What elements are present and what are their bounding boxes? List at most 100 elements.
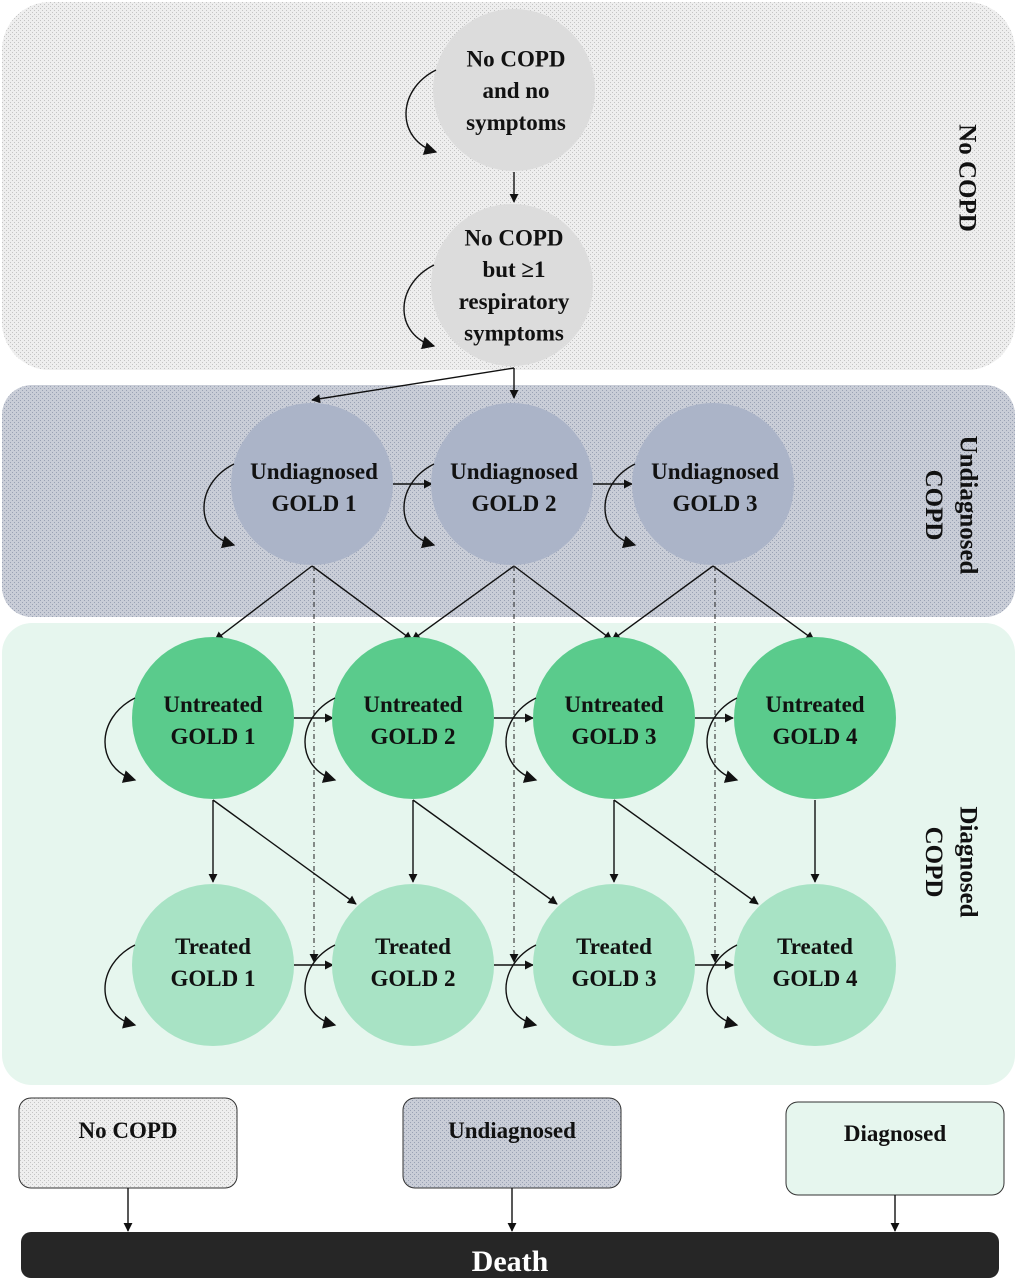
label-line: Undiagnosed bbox=[250, 459, 378, 484]
edge-undiag-gold2-to-untreated-gold3 bbox=[513, 565, 613, 641]
label-line: GOLD 4 bbox=[773, 724, 858, 749]
no-copd-region bbox=[2, 2, 1015, 370]
node-treated-gold3 bbox=[533, 884, 695, 1046]
edge-undiag-gold3-to-untreated-gold4 bbox=[712, 565, 815, 641]
label-line: Untreated bbox=[765, 692, 864, 717]
label-no-copd-no-symptoms: No COPD and no symptoms bbox=[466, 46, 566, 134]
label-line: GOLD 4 bbox=[773, 966, 858, 991]
edge-symptoms-to-undiag-gold1 bbox=[311, 367, 515, 404]
label-line: COPD bbox=[920, 470, 947, 541]
label-line: Treated bbox=[175, 934, 251, 959]
diagnosed-copd-region-label: Diagnosed COPD bbox=[920, 806, 982, 917]
label-line: Undiagnosed bbox=[450, 459, 578, 484]
node-no-copd-symptoms bbox=[431, 204, 593, 366]
label-line: and no bbox=[482, 78, 549, 103]
node-untreated-gold2 bbox=[332, 637, 494, 799]
node-undiag-gold1 bbox=[231, 403, 393, 565]
legend-label-no-copd: No COPD bbox=[78, 1118, 177, 1143]
label-line: Undiagnosed bbox=[955, 436, 982, 575]
legend-box-undiagnosed bbox=[402, 1097, 622, 1189]
node-untreated-gold4 bbox=[734, 637, 896, 799]
edge-undiag-gold1-to-untreated-gold2 bbox=[311, 565, 413, 641]
legend: No COPD Undiagnosed Diagnosed bbox=[18, 1097, 1005, 1196]
self-loop-untreated-gold3 bbox=[505, 697, 538, 783]
self-loops bbox=[104, 69, 739, 1029]
node-treated-gold1 bbox=[132, 884, 294, 1046]
self-loop-undiag-gold3 bbox=[604, 463, 637, 549]
edge-undiag-gold1-to-untreated-gold1 bbox=[214, 565, 313, 641]
legend-box-no-copd bbox=[18, 1097, 238, 1189]
label-line: GOLD 3 bbox=[673, 491, 758, 516]
self-loop-undiag-gold2 bbox=[403, 463, 436, 549]
transition-edges bbox=[208, 172, 820, 970]
node-treated-gold4 bbox=[734, 884, 896, 1046]
edge-untreated-gold2-to-treated-gold3 bbox=[412, 799, 558, 905]
node-untreated-gold1 bbox=[132, 637, 294, 799]
label-line: but ≥1 bbox=[482, 257, 545, 282]
label-line: Untreated bbox=[363, 692, 462, 717]
label-no-copd-symptoms: No COPD but ≥1 respiratory symptoms bbox=[459, 225, 570, 345]
label-line: Untreated bbox=[163, 692, 262, 717]
self-loop-treated-gold2 bbox=[304, 944, 337, 1029]
self-loop-untreated-gold1 bbox=[104, 697, 137, 783]
self-loop-untreated-gold2 bbox=[304, 697, 337, 783]
node-untreated-gold3 bbox=[533, 637, 695, 799]
node-undiag-gold2 bbox=[431, 403, 593, 565]
self-loop-no-copd-no-symptoms bbox=[405, 69, 438, 155]
label-line: GOLD 2 bbox=[371, 966, 456, 991]
label-line: Untreated bbox=[564, 692, 663, 717]
label-line: Undiagnosed bbox=[651, 459, 779, 484]
state-nodes bbox=[132, 9, 896, 1046]
label-line: GOLD 3 bbox=[572, 966, 657, 991]
label-line: GOLD 1 bbox=[171, 724, 256, 749]
label-line: No COPD bbox=[953, 124, 980, 232]
label-line: No COPD bbox=[466, 46, 565, 71]
node-no-copd-no-symptoms bbox=[433, 9, 595, 171]
state-labels: No COPD and no symptoms No COPD but ≥1 respi… bbox=[163, 46, 864, 991]
label-line: GOLD 1 bbox=[171, 966, 256, 991]
legend-label-diagnosed: Diagnosed bbox=[844, 1121, 946, 1146]
label-line: GOLD 1 bbox=[272, 491, 357, 516]
edge-untreated-gold3-to-treated-gold4 bbox=[613, 799, 759, 905]
undiagnosed-copd-region-label: Undiagnosed COPD bbox=[920, 436, 982, 575]
legend-box-diagnosed bbox=[785, 1101, 1005, 1196]
self-loop-treated-gold3 bbox=[505, 944, 538, 1029]
edge-untreated-gold1-to-treated-gold2 bbox=[212, 799, 357, 905]
self-loop-treated-gold4 bbox=[706, 944, 739, 1029]
node-treated-gold2 bbox=[332, 884, 494, 1046]
label-line: symptoms bbox=[466, 110, 566, 135]
label-line: Diagnosed bbox=[955, 806, 982, 917]
label-line: Treated bbox=[576, 934, 652, 959]
label-line: symptoms bbox=[464, 321, 564, 346]
self-loop-untreated-gold4 bbox=[706, 697, 739, 783]
edge-undiag-gold3-to-untreated-gold3 bbox=[611, 565, 714, 641]
label-line: Treated bbox=[375, 934, 451, 959]
label-line: COPD bbox=[920, 827, 947, 898]
label-line: GOLD 2 bbox=[371, 724, 456, 749]
death-label: Death bbox=[472, 1245, 549, 1278]
node-undiag-gold3 bbox=[632, 403, 794, 565]
self-loop-treated-gold1 bbox=[104, 944, 137, 1029]
label-line: No COPD bbox=[464, 225, 563, 250]
self-loop-undiag-gold1 bbox=[203, 463, 236, 549]
legend-label-undiagnosed: Undiagnosed bbox=[448, 1118, 576, 1143]
label-line: GOLD 3 bbox=[572, 724, 657, 749]
label-line: respiratory bbox=[459, 289, 570, 314]
death-edges bbox=[123, 1188, 900, 1232]
edge-undiag-gold2-to-untreated-gold2 bbox=[411, 565, 515, 641]
death-bar bbox=[21, 1232, 999, 1278]
no-copd-region-label: No COPD bbox=[953, 124, 980, 232]
label-line: GOLD 2 bbox=[472, 491, 557, 516]
